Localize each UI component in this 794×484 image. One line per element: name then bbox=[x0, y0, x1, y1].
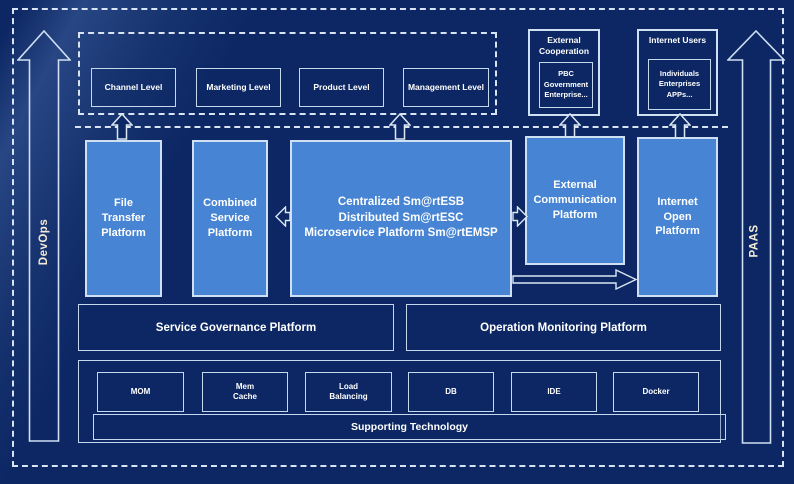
devops-up-arrow-icon bbox=[17, 30, 71, 442]
channel-level-label: Channel Level bbox=[104, 81, 163, 92]
tech-box-docker: Docker bbox=[613, 372, 699, 412]
internet-open-platform-label: Internet Open Platform bbox=[655, 195, 700, 238]
operation-monitoring-platform-label: Operation Monitoring Platform bbox=[480, 321, 647, 334]
up-arrow-icon bbox=[669, 113, 691, 140]
supporting-technology-label: Supporting Technology bbox=[350, 421, 469, 433]
product-level-box: Product Level bbox=[299, 68, 384, 107]
devops-label: DevOps bbox=[38, 218, 50, 266]
file-transfer-platform-box: File Transfer Platform bbox=[85, 140, 162, 297]
operation-monitoring-platform-box: Operation Monitoring Platform bbox=[406, 304, 721, 351]
management-level-label: Management Level bbox=[407, 81, 485, 92]
file-transfer-platform-label: File Transfer Platform bbox=[101, 197, 146, 239]
tech-label-load-balancing: Load Balancing bbox=[329, 381, 368, 401]
channel-level-box: Channel Level bbox=[91, 68, 176, 107]
esb-platform-box: Centralized Sm@rtESB Distributed Sm@rtES… bbox=[290, 140, 512, 297]
left-arrow-icon bbox=[275, 206, 291, 227]
service-governance-platform-box: Service Governance Platform bbox=[78, 304, 394, 351]
external-communication-platform-box: External Communication Platform bbox=[525, 136, 625, 265]
internet-users-box: Internet Users Individuals Enterprises A… bbox=[637, 29, 718, 116]
up-arrow-icon bbox=[111, 113, 133, 140]
internet-users-members: Individuals Enterprises APPs... bbox=[648, 59, 711, 110]
combined-service-platform-label: Combined Service Platform bbox=[203, 197, 257, 239]
tech-label-mom: MOM bbox=[130, 386, 151, 396]
tech-label-ide: IDE bbox=[547, 386, 561, 396]
outer-dashed-border bbox=[12, 8, 784, 467]
tech-label-docker: Docker bbox=[642, 386, 670, 396]
combined-service-platform-box: Combined Service Platform bbox=[192, 140, 268, 297]
tech-label-db: DB bbox=[445, 386, 457, 396]
external-cooperation-box: External Cooperation PBC Government Ente… bbox=[528, 29, 600, 116]
management-level-box: Management Level bbox=[403, 68, 489, 107]
tech-box-mem-cache: Mem Cache bbox=[202, 372, 288, 412]
paas-up-arrow-icon bbox=[727, 30, 785, 444]
tech-label-mem-cache: Mem Cache bbox=[232, 381, 257, 401]
esb-line-3: Microservice Platform Sm@rtEMSP bbox=[304, 227, 498, 240]
marketing-level-label: Marketing Level bbox=[206, 81, 271, 92]
external-cooperation-title: External Cooperation bbox=[538, 35, 590, 56]
tech-box-mom: MOM bbox=[97, 372, 184, 412]
product-level-label: Product Level bbox=[313, 81, 370, 92]
esb-line-2: Distributed Sm@rtESC bbox=[338, 211, 464, 224]
internet-users-title: Internet Users bbox=[648, 35, 707, 45]
tech-box-load-balancing: Load Balancing bbox=[305, 372, 392, 412]
marketing-level-box: Marketing Level bbox=[196, 68, 281, 107]
paas-label: PAAS bbox=[748, 224, 761, 258]
supporting-technology-bar: Supporting Technology bbox=[93, 414, 726, 440]
tech-box-db: DB bbox=[408, 372, 494, 412]
long-right-arrow-icon bbox=[512, 269, 638, 290]
up-arrow-icon bbox=[389, 113, 411, 140]
internet-open-platform-box: Internet Open Platform bbox=[637, 137, 718, 297]
service-governance-platform-label: Service Governance Platform bbox=[155, 321, 317, 334]
external-cooperation-members: PBC Government Enterprise... bbox=[539, 62, 593, 108]
external-communication-platform-label: External Communication Platform bbox=[533, 179, 617, 221]
levels-dashed-container bbox=[78, 32, 497, 115]
tech-box-ide: IDE bbox=[511, 372, 597, 412]
right-arrow-icon bbox=[512, 206, 528, 227]
esb-line-1: Centralized Sm@rtESB bbox=[337, 196, 465, 209]
